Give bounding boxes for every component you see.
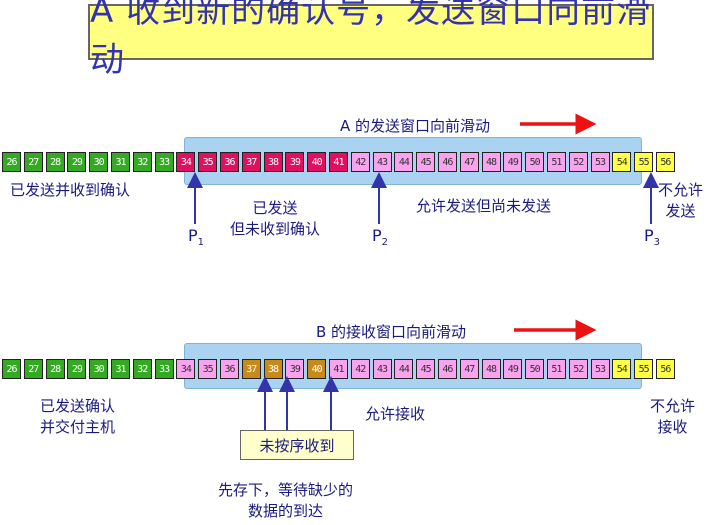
- receiver-seq-54: 54: [612, 359, 632, 379]
- receiver-seq-33: 33: [154, 359, 174, 379]
- sender-seq-46: 46: [437, 152, 457, 172]
- sender-seq-30: 30: [89, 152, 109, 172]
- sender-seq-38: 38: [263, 152, 283, 172]
- receiver-seq-34: 34: [176, 359, 196, 379]
- pointer-p1-label: P1: [188, 226, 205, 249]
- sender-seq-42: 42: [350, 152, 370, 172]
- sender-seq-27: 27: [23, 152, 43, 172]
- sender-seq-50: 50: [525, 152, 545, 172]
- sender-seq-55: 55: [634, 152, 654, 172]
- sender-label-sent-unacked: 已发送 但未收到确认: [230, 199, 321, 238]
- receiver-seq-35: 35: [198, 359, 218, 379]
- sender-seq-48: 48: [481, 152, 501, 172]
- receiver-seq-30: 30: [89, 359, 109, 379]
- receiver-seq-38: 38: [263, 359, 283, 379]
- receiver-window-caption: B 的接收窗口向前滑动: [316, 323, 467, 341]
- receiver-label-acked: 已发送确认 并交付主机: [40, 397, 116, 436]
- receiver-seq-28: 28: [45, 359, 65, 379]
- sender-label-allowed: 允许发送但尚未发送: [416, 197, 552, 215]
- sender-seq-43: 43: [372, 152, 392, 172]
- receiver-seq-36: 36: [219, 359, 239, 379]
- sender-seq-29: 29: [67, 152, 87, 172]
- sender-seq-28: 28: [45, 152, 65, 172]
- out-of-order-box: 未按序收到: [240, 430, 354, 460]
- sender-label-acked: 已发送并收到确认: [10, 181, 131, 199]
- receiver-seq-48: 48: [481, 359, 501, 379]
- sender-seq-41: 41: [328, 152, 348, 172]
- receiver-seq-27: 27: [23, 359, 43, 379]
- receiver-seq-51: 51: [546, 359, 566, 379]
- receiver-seq-50: 50: [525, 359, 545, 379]
- sender-seq-45: 45: [416, 152, 436, 172]
- sender-seq-36: 36: [219, 152, 239, 172]
- receiver-seq-43: 43: [372, 359, 392, 379]
- sender-seq-56: 56: [655, 152, 675, 172]
- receiver-seq-52: 52: [568, 359, 588, 379]
- receiver-seq-46: 46: [437, 359, 457, 379]
- sender-seq-51: 51: [546, 152, 566, 172]
- sender-seq-26: 26: [2, 152, 21, 172]
- sender-window-caption: A 的发送窗口向前滑动: [340, 117, 491, 135]
- sender-seq-31: 31: [110, 152, 130, 172]
- sender-seq-35: 35: [198, 152, 218, 172]
- receiver-seq-32: 32: [132, 359, 152, 379]
- receiver-seq-56: 56: [655, 359, 675, 379]
- receiver-seq-47: 47: [459, 359, 479, 379]
- receiver-seq-29: 29: [67, 359, 87, 379]
- receiver-seq-26: 26: [2, 359, 21, 379]
- sender-seq-49: 49: [503, 152, 523, 172]
- sender-seq-52: 52: [568, 152, 588, 172]
- receiver-label-not-allowed: 不允许 接收: [650, 397, 696, 436]
- receiver-seq-53: 53: [590, 359, 610, 379]
- receiver-seq-42: 42: [350, 359, 370, 379]
- receiver-seq-40: 40: [307, 359, 327, 379]
- sender-seq-47: 47: [459, 152, 479, 172]
- sender-seq-33: 33: [154, 152, 174, 172]
- receiver-seq-31: 31: [110, 359, 130, 379]
- receiver-label-allowed: 允许接收: [365, 405, 426, 423]
- pointer-p2-label: P2: [372, 226, 389, 249]
- sender-seq-53: 53: [590, 152, 610, 172]
- sender-seq-37: 37: [241, 152, 261, 172]
- receiver-seq-37: 37: [241, 359, 261, 379]
- buffer-note: 先存下，等待缺少的 数据的到达: [218, 481, 354, 520]
- sender-seq-32: 32: [132, 152, 152, 172]
- sender-seq-34: 34: [176, 152, 196, 172]
- receiver-seq-44: 44: [394, 359, 414, 379]
- sender-seq-44: 44: [394, 152, 414, 172]
- receiver-seq-55: 55: [634, 359, 654, 379]
- sender-label-not-allowed: 不允许 发送: [658, 181, 704, 220]
- receiver-seq-49: 49: [503, 359, 523, 379]
- pointer-p3-label: P3: [644, 226, 661, 249]
- sender-seq-54: 54: [612, 152, 632, 172]
- receiver-seq-45: 45: [416, 359, 436, 379]
- sender-seq-39: 39: [285, 152, 305, 172]
- diagram-title: A 收到新的确认号，发送窗口向前滑动: [88, 0, 654, 80]
- sender-seq-40: 40: [307, 152, 327, 172]
